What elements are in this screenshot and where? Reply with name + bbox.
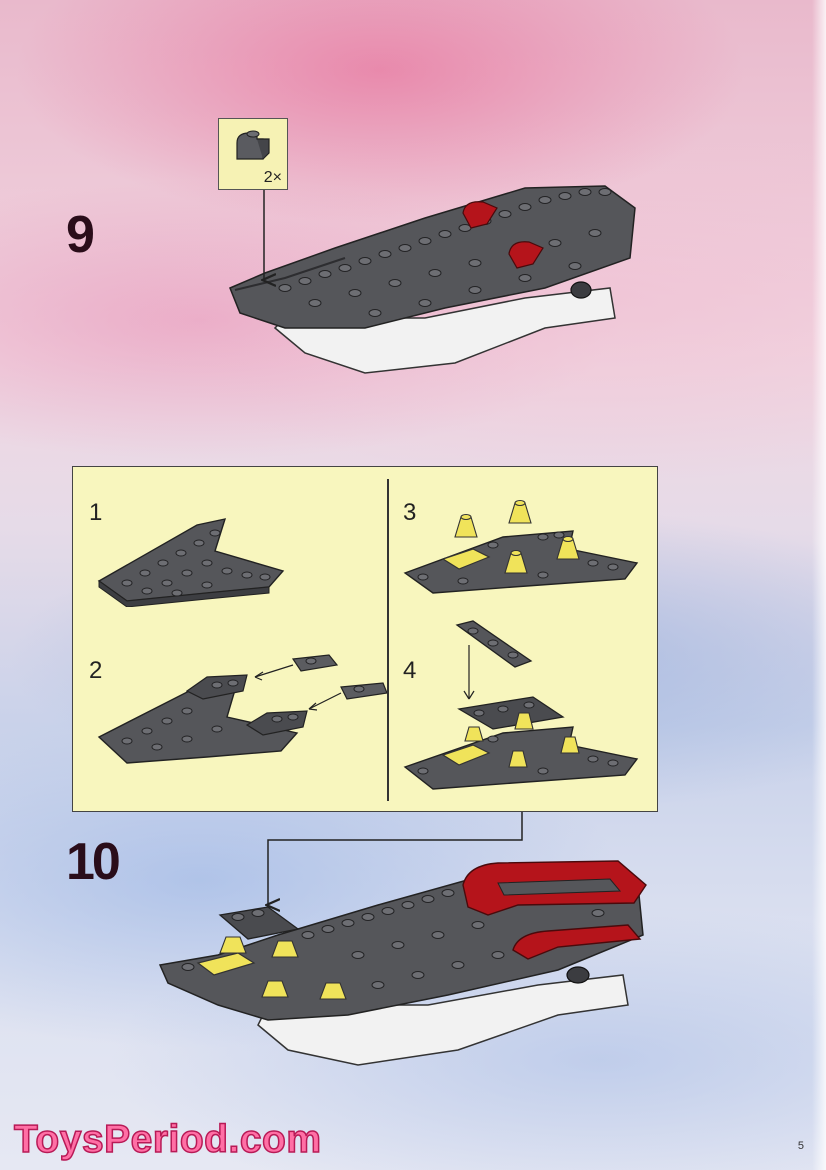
step-10-number: 10 xyxy=(66,832,118,892)
sub-step-1-wedge-plate xyxy=(97,511,287,607)
panel-divider xyxy=(387,479,389,801)
sub-assembly-panel: 1 2 3 4 xyxy=(72,466,658,812)
sub-step-2-wedge-assembly xyxy=(97,647,387,767)
step-9-number: 9 xyxy=(66,205,92,265)
slope-brick-icon xyxy=(233,129,273,163)
page-edge xyxy=(812,0,826,1170)
page-number: 5 xyxy=(798,1140,804,1152)
sub-step-4-assembly xyxy=(403,617,643,797)
watermark-logo: ToysPeriod.com xyxy=(14,1118,322,1162)
step-10-model xyxy=(158,855,653,1070)
sub-step-3-assembly xyxy=(403,497,643,607)
step-9-model xyxy=(225,178,645,383)
